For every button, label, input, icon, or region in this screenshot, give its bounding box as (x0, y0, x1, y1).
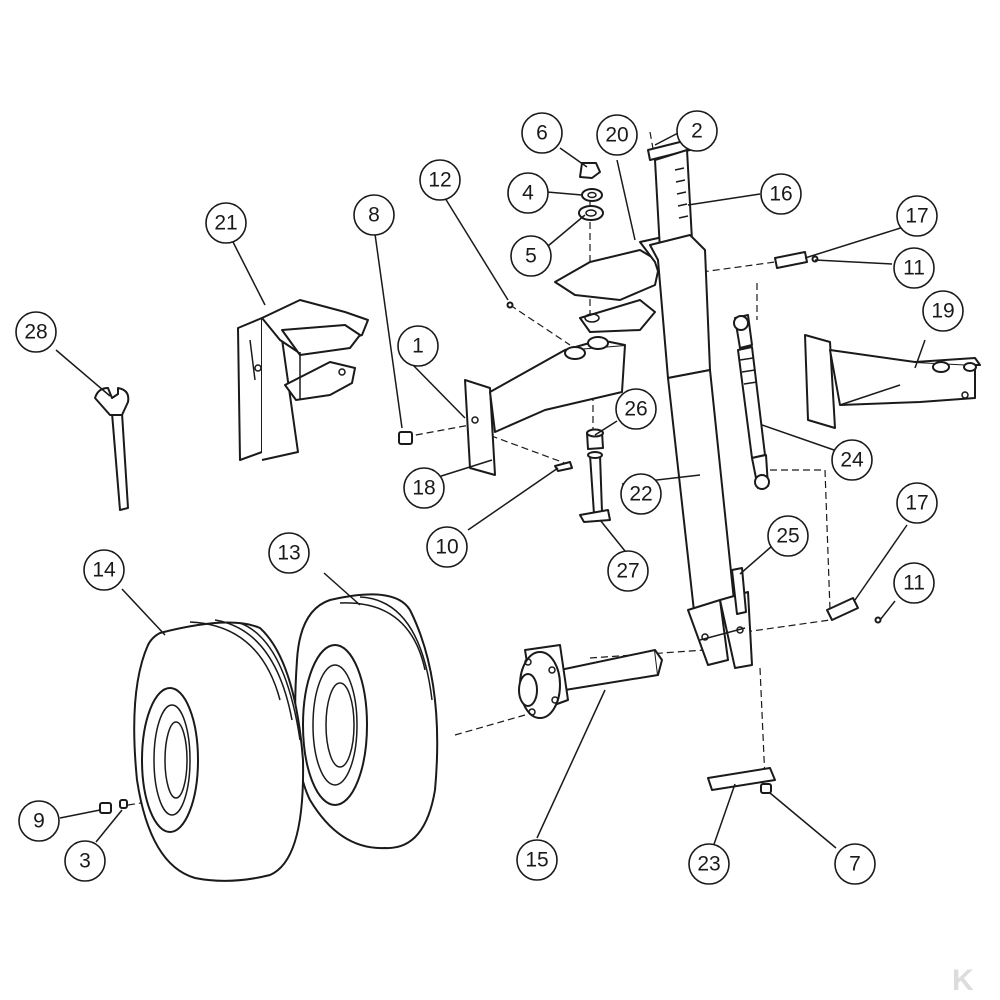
callout-8: 8 (353, 194, 395, 236)
callout-21: 21 (205, 202, 247, 244)
part-7-nut (760, 783, 772, 794)
part-27-bolt (579, 451, 611, 523)
callout-4-label: 4 (522, 182, 534, 205)
callout-6: 6 (521, 112, 563, 154)
callout-16-label: 16 (769, 183, 792, 206)
callout-27: 27 (607, 550, 649, 592)
callout-14: 14 (83, 549, 125, 591)
callout-26: 26 (615, 388, 657, 430)
callout-11-lower-label: 11 (903, 572, 925, 595)
callout-21-label: 21 (214, 212, 237, 235)
callout-23: 23 (688, 843, 730, 885)
part-17-pin-lower (826, 597, 859, 621)
callout-19-label: 19 (931, 300, 954, 323)
part-9-nut (99, 802, 112, 814)
leader-lines (55, 131, 926, 851)
callout-28: 28 (15, 311, 57, 353)
part-17-pin-upper (774, 251, 808, 269)
callout-10: 10 (426, 526, 468, 568)
callout-17-lower: 17 (896, 482, 938, 524)
callout-23-label: 23 (697, 853, 720, 876)
callout-13: 13 (268, 532, 310, 574)
callout-3: 3 (64, 840, 106, 882)
callout-27-label: 27 (616, 560, 639, 583)
callout-6-label: 6 (536, 122, 548, 145)
callout-7: 7 (834, 843, 876, 885)
callout-26-label: 26 (624, 398, 647, 421)
callout-18: 18 (403, 467, 445, 509)
part-28-wrench (94, 387, 130, 511)
brand-logo: K (952, 964, 974, 997)
callout-14-label: 14 (92, 559, 116, 582)
part-8-nut (398, 431, 413, 445)
callout-15-label: 15 (525, 849, 548, 872)
part-25-bolt (731, 567, 747, 615)
callout-10-label: 10 (435, 536, 458, 559)
part-11-clip-lower (874, 616, 882, 624)
callout-11-upper: 11 (893, 247, 935, 289)
callout-25-label: 25 (776, 525, 799, 548)
callout-2: 2 (676, 110, 718, 152)
part-14-tyre (133, 619, 305, 882)
callout-9-label: 9 (33, 810, 45, 833)
callout-16: 16 (760, 173, 802, 215)
callout-11-lower: 11 (893, 562, 935, 604)
part-26-bushing (586, 428, 604, 450)
callout-1-label: 1 (412, 335, 424, 358)
brand-logo-text: K (952, 964, 974, 997)
callout-28-label: 28 (24, 321, 47, 344)
callout-12: 12 (419, 159, 461, 201)
callout-12-label: 12 (428, 169, 451, 192)
callout-11-upper-label: 11 (903, 257, 925, 280)
part-13-tyre (294, 593, 439, 850)
part-10-pin (554, 461, 573, 472)
callout-9: 9 (18, 800, 60, 842)
callout-17-upper-label: 17 (905, 205, 928, 228)
part-21-mounting-bracket (237, 299, 369, 461)
callout-17-lower-label: 17 (905, 492, 928, 515)
callout-1: 1 (397, 325, 439, 367)
callout-22: 22 (620, 473, 662, 515)
part-3-stud (119, 799, 128, 809)
part-18-frame-arm (464, 336, 626, 476)
callout-17-upper: 17 (896, 195, 938, 237)
callout-18-label: 18 (412, 477, 435, 500)
part-19-right-bracket (804, 334, 981, 429)
part-4-washer (581, 188, 603, 202)
callout-15: 15 (516, 839, 558, 881)
part-22-main-tube (649, 234, 753, 669)
callout-24-label: 24 (840, 449, 864, 472)
part-12-clip (506, 301, 514, 309)
part-15-hub-spindle (518, 644, 663, 719)
callout-5-label: 5 (525, 245, 537, 268)
callout-25: 25 (767, 515, 809, 557)
part-6-nut (579, 162, 601, 179)
callout-20-label: 20 (605, 124, 628, 147)
callout-24: 24 (831, 439, 873, 481)
callout-3-label: 3 (79, 850, 91, 873)
callout-5: 5 (510, 235, 552, 277)
callout-2-label: 2 (691, 120, 703, 143)
part-5-washer (578, 205, 604, 221)
callout-22-label: 22 (629, 483, 652, 506)
callout-4: 4 (507, 172, 549, 214)
callout-19: 19 (922, 290, 964, 332)
part-23-plate (707, 767, 776, 791)
part-24-turnbuckle (733, 314, 770, 490)
callout-20: 20 (596, 114, 638, 156)
callout-8-label: 8 (368, 204, 380, 227)
callout-13-label: 13 (277, 542, 300, 565)
callout-7-label: 7 (849, 853, 861, 876)
